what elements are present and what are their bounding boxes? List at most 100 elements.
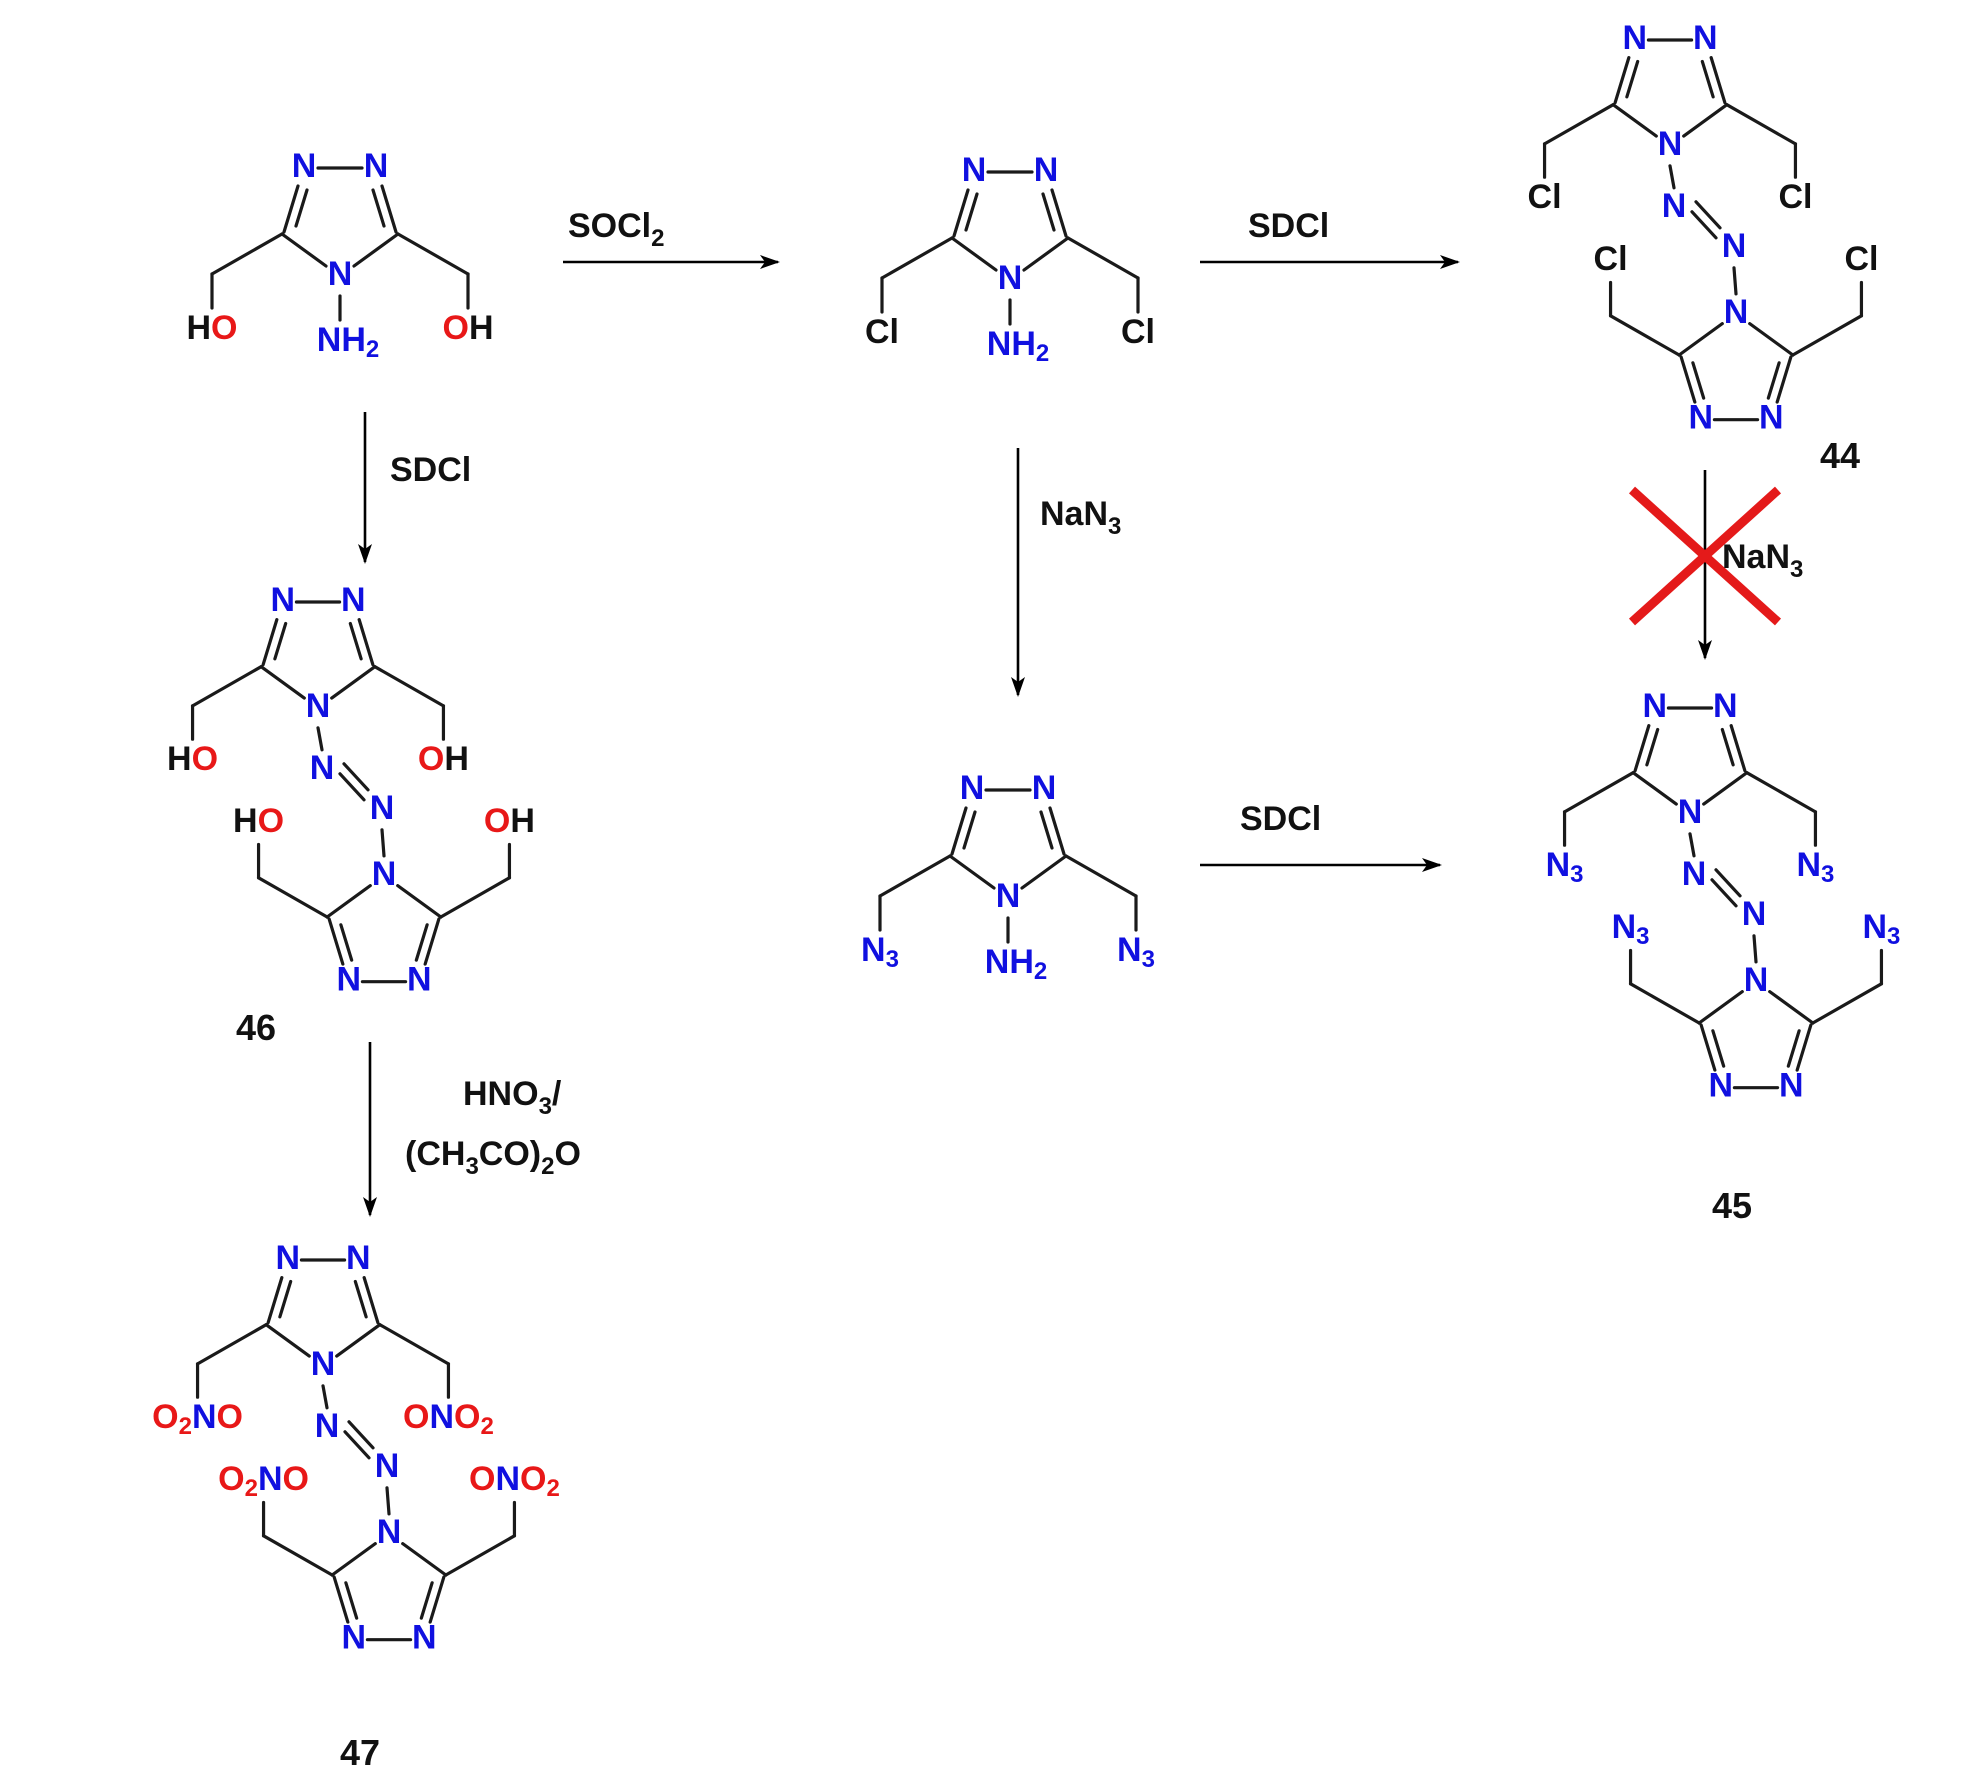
methylene-bond [1562,771,1635,814]
methylene-bond [256,876,329,919]
methylene-bond [439,876,512,919]
azo-double-bond [1710,878,1738,908]
ring-nitrogen: N [1708,1067,1733,1105]
ring-double-bond [339,923,354,962]
methylene-bond [378,1323,451,1366]
substituent-ono2: ONO2 [469,1460,560,1502]
ring-nitrogen: N [1622,19,1647,57]
ring-bond [1020,854,1068,890]
ring-nitrogen-4: N [1658,125,1683,163]
ring-double-bond [1633,724,1651,773]
ring-double-bond [414,923,429,962]
ring-double-bond [1766,361,1781,400]
ring-nitrogen-4: N [328,255,353,293]
substituent-n3: N3 [1862,908,1900,950]
ring-nitrogen: N [275,1239,300,1277]
azo-double-bond [1694,200,1722,230]
substituent-cl: Cl [865,313,899,351]
azo-single-bond [316,726,324,752]
ring-bond [1677,322,1724,357]
azo-nitrogen: N [1742,895,1767,933]
ring-double-bond [1700,59,1715,99]
reaction-arrows [358,255,1712,1217]
substituent-oh: OH [418,740,469,778]
ring-nitrogen: N [1693,19,1718,57]
ring-nitrogen: N [1642,687,1667,725]
azo-nitrogen: N [315,1407,340,1445]
ring-nitrogen: N [1032,769,1057,807]
ring-double-bond [261,618,279,667]
ring-bond [259,665,306,700]
compound-label-46: 46 [236,1007,276,1048]
ring-bond [335,1323,382,1358]
ring-bond [1022,236,1070,272]
substituent-n3: N3 [1796,846,1834,888]
methylene-bond [210,232,284,276]
ring-bond [264,1323,311,1358]
ring-double-bond [1625,59,1640,99]
ring-bond [1748,322,1795,357]
ring-nitrogen: N [270,581,295,619]
methylene-bond [190,665,263,708]
methylene-bond [195,1323,268,1366]
amino-nh2: NH2 [987,325,1049,367]
ring-double-bond [344,1581,359,1620]
ring-bond [950,236,998,272]
substituent-o2no: O2NO [218,1460,309,1502]
azo-double-bond [1714,868,1742,898]
substituent-cl: Cl [1778,178,1812,216]
ring-double-bond [327,917,345,966]
substituent-ho: HO [233,802,284,840]
substituent-cl: Cl [1121,313,1155,351]
ring-nitrogen: N [1713,687,1738,725]
ring-double-bond [273,621,288,661]
ring-bond [948,854,996,890]
ring-double-bond [1050,188,1068,238]
ring-nitrogen: N [962,151,987,189]
ring-nitrogen-4: N [996,877,1021,915]
ring-nitrogen: N [341,1619,366,1657]
azo-single-bond [385,1486,391,1516]
methylene-bond [1811,982,1884,1025]
ring-double-bond [371,188,386,228]
ring-double-bond [1691,361,1706,400]
amino-nh2: NH2 [985,943,1047,985]
ring-double-bond [1729,724,1747,773]
ring-double-bond [1048,806,1066,856]
ring-double-bond [423,917,441,966]
ring-nitrogen: N [412,1619,437,1657]
compound-label-45: 45 [1712,1185,1752,1226]
ring-double-bond [1679,355,1697,404]
ring-bond [330,665,377,700]
substituent-cl: Cl [1528,178,1562,216]
methylene-bond [1745,771,1818,814]
ring-double-bond [282,184,300,234]
ring-double-bond [1711,1029,1726,1068]
ring-double-bond [962,810,977,850]
ring-bond [352,232,400,268]
substituent-oh: OH [442,309,493,347]
azo-double-bond [347,1420,375,1450]
compound-label-44: 44 [1820,435,1860,476]
ring-nitrogen-4: N [306,687,331,725]
ring-bond [1768,990,1815,1025]
ring-nitrogen: N [336,961,361,999]
ring-nitrogen: N [1034,151,1059,189]
methylene-bond [878,854,952,898]
ring-double-bond [1699,1023,1717,1072]
methylene-bond [1608,314,1681,357]
azo-single-bond [321,1384,329,1410]
ring-double-bond [357,618,375,667]
ring-nitrogen: N [346,1239,371,1277]
methylene-bond [1791,314,1864,357]
azo-double-bond [343,1430,371,1460]
methylene-bond [373,665,446,708]
azo-nitrogen: N [1682,855,1707,893]
